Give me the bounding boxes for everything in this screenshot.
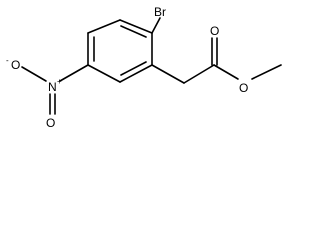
nitro-plus-charge: + [57,77,62,86]
ring-bond-c1-c2 [119,19,153,34]
bond-nitro-oxygen-single [21,66,47,82]
bond-ester-oxygen-methyl [251,64,282,80]
nitro-oxygen-minus-label: O [11,58,20,72]
ring-double-bond-c1-c2 [120,25,147,38]
ring-bond-c6-c1 [87,19,121,34]
nitro-nitrogen-label: N [48,80,57,94]
benzene-ring [87,19,153,83]
nitro-minus-charge: - [6,56,9,65]
bond-ring-bromine [151,17,161,34]
bond-ring-nitro [59,64,89,82]
bond-ch2-carbonyl [183,64,215,84]
ring-double-bond-c3-c4 [120,61,147,76]
structure-diagram: Br O O N + O - O [6,5,282,130]
nitro-oxygen-double-label: O [46,116,55,130]
ester-oxygen-label: O [239,81,248,95]
bond-ring-ch2 [151,64,185,84]
ring-bond-c4-c5 [87,64,121,83]
ring-bond-c3-c4 [119,64,153,83]
bond-carbonyl-ester-oxygen [213,64,239,80]
carbonyl-oxygen-label: O [210,24,219,38]
bromine-label: Br [154,5,166,19]
